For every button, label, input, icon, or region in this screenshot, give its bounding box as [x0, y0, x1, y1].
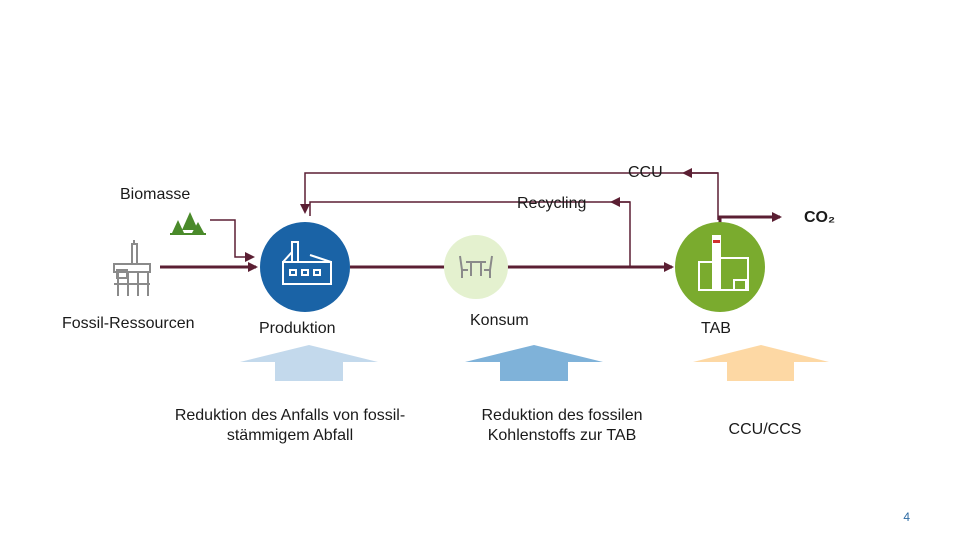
trees-icon [170, 212, 206, 235]
konsum-circle [444, 235, 508, 299]
flow-ccu-loop [300, 172, 719, 220]
power-plant-icon [698, 235, 749, 291]
measure-2-line-2: Kohlenstoffs zur TAB [487, 427, 637, 444]
co2-label: CO₂ [804, 209, 836, 226]
recycling-flow-label: Recycling [517, 195, 587, 212]
measure-1-line-1: Reduktion des Anfalls von fossil- [174, 407, 406, 424]
oil-rig-icon [113, 240, 151, 296]
factory-icon [282, 241, 332, 285]
fossil-ressourcen-label: Fossil-Ressourcen [62, 315, 195, 332]
measure-arrow-1 [240, 345, 378, 381]
ccu-flow-label: CCU [628, 164, 663, 181]
biomasse-label: Biomasse [120, 186, 191, 203]
measure-arrow-2 [465, 345, 603, 381]
tab-label: TAB [701, 320, 731, 337]
flow-biomasse-to-produktion [210, 219, 255, 262]
flow-recycling-loop [309, 201, 631, 267]
measure-text-2: Reduktion des fossilen Kohlenstoffs zur … [452, 406, 672, 446]
measure-3-line-1: CCU/CCS [728, 421, 802, 438]
table-chairs-icon [459, 255, 493, 278]
measure-text-3: CCU/CCS [700, 420, 830, 440]
page-number: 4 [903, 510, 910, 524]
measure-text-1: Reduktion des Anfalls von fossil- stämmi… [140, 406, 440, 446]
measure-arrow-3 [693, 345, 829, 381]
measure-1-line-2: stämmigem Abfall [226, 427, 354, 444]
measure-2-line-1: Reduktion des fossilen [481, 407, 643, 424]
konsum-label: Konsum [470, 312, 529, 329]
produktion-circle [260, 222, 350, 312]
produktion-label: Produktion [259, 320, 336, 337]
